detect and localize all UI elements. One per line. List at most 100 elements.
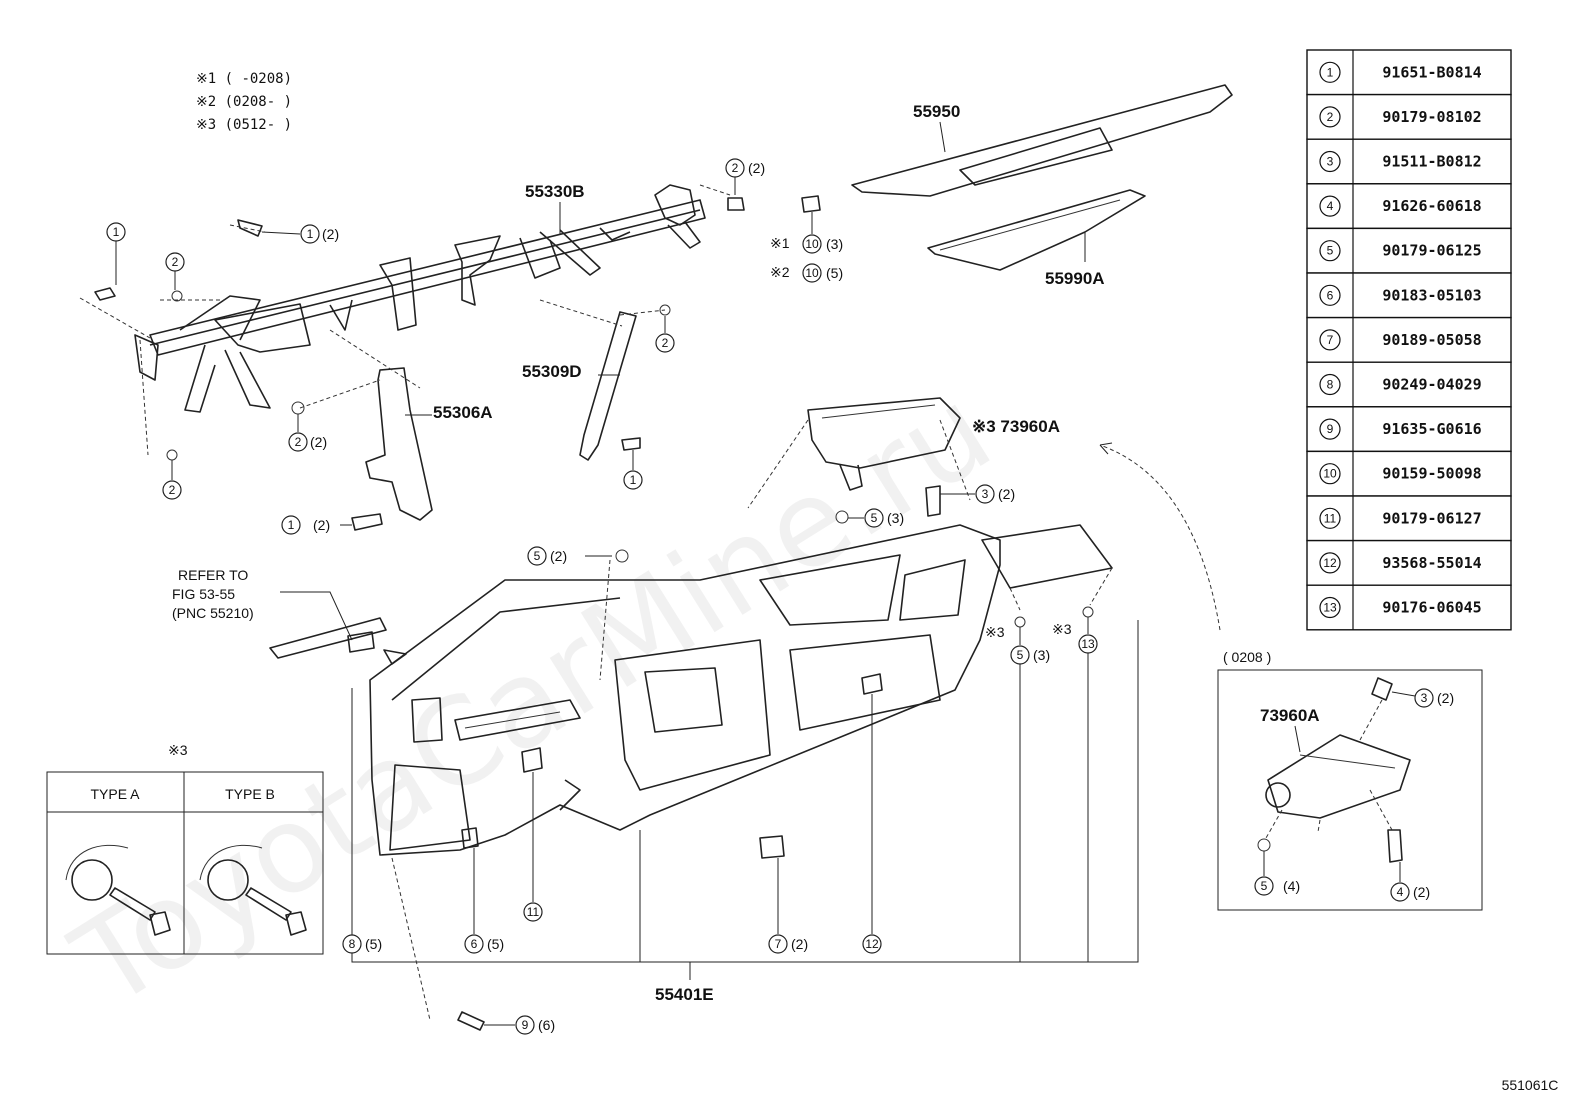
part-code: 90183-05103 — [1382, 286, 1481, 304]
part-code: 90179-06127 — [1382, 509, 1481, 527]
svg-text:(5): (5) — [365, 936, 382, 952]
brace-55309d — [579, 311, 637, 461]
type-a-label: TYPE A — [90, 786, 140, 802]
ref-number: 11 — [1324, 511, 1337, 525]
svg-text:1: 1 — [113, 225, 120, 239]
ref-number: 9 — [1327, 422, 1334, 436]
type-box: TYPE A TYPE B — [46, 771, 324, 955]
svg-text:13: 13 — [1081, 637, 1095, 651]
svg-text:10: 10 — [805, 237, 819, 251]
figure-code: 551061C — [1502, 1077, 1559, 1093]
svg-text:1: 1 — [307, 227, 314, 241]
svg-text:※3: ※3 — [1052, 621, 1072, 637]
type-b-label: TYPE B — [225, 786, 275, 802]
ref-number: 2 — [1327, 110, 1334, 124]
inset-box — [1217, 669, 1483, 911]
part-code: 93568-55014 — [1382, 554, 1481, 572]
svg-text:REFER TO: REFER TO — [178, 567, 248, 583]
svg-text:3: 3 — [1421, 691, 1428, 705]
ref-number: 8 — [1327, 378, 1334, 392]
svg-text:(3): (3) — [826, 236, 843, 252]
label-55330b: 55330B — [525, 182, 585, 201]
svg-text:3: 3 — [982, 487, 989, 501]
part-code: 90179-06125 — [1382, 242, 1481, 260]
svg-text:(2): (2) — [310, 434, 327, 450]
part-code: 91511-B0812 — [1382, 153, 1481, 171]
airbag-73960a — [807, 397, 961, 491]
table-row: 12 93568-55014 — [1306, 539, 1512, 586]
svg-text:(2): (2) — [791, 936, 808, 952]
svg-text:4: 4 — [1397, 885, 1404, 899]
svg-text:5: 5 — [534, 549, 541, 563]
part-code: 91651-B0814 — [1382, 63, 1481, 81]
svg-text:(2): (2) — [322, 226, 339, 242]
watermark: ToyotaCarMine.ru — [51, 361, 1015, 1035]
svg-text:(2): (2) — [748, 160, 765, 176]
svg-text:(PNC 55210): (PNC 55210) — [172, 605, 254, 621]
instrument-panel-55401e — [369, 524, 1001, 856]
label-55309d: 55309D — [522, 362, 582, 381]
svg-text:※2: ※2 — [770, 264, 790, 280]
ref-number: 5 — [1327, 244, 1334, 258]
svg-text:(3): (3) — [887, 510, 904, 526]
svg-text:(2): (2) — [550, 548, 567, 564]
part-code: 91626-60618 — [1382, 197, 1481, 215]
reinforcement-beam-55330b — [134, 184, 706, 413]
svg-text:※3: ※3 — [985, 624, 1005, 640]
table-row: 9 91635-G0616 — [1306, 406, 1512, 453]
type-box-marker: ※3 — [168, 742, 188, 758]
svg-text:10: 10 — [805, 266, 819, 280]
svg-text:(2): (2) — [998, 486, 1015, 502]
svg-text:※1: ※1 — [770, 235, 790, 251]
table-row: 8 90249-04029 — [1306, 361, 1512, 408]
svg-text:(2): (2) — [1413, 884, 1430, 900]
table-row: 7 90189-05058 — [1306, 316, 1512, 363]
ref-number: 7 — [1327, 333, 1334, 347]
note-3: ※3 (0512- ) — [196, 117, 292, 133]
svg-text:7: 7 — [775, 937, 782, 951]
inset-header: ( 0208 ) — [1223, 649, 1271, 665]
table-row: 11 90179-06127 — [1306, 495, 1512, 542]
ref-number: 4 — [1327, 199, 1334, 213]
note-2: ※2 (0208- ) — [196, 94, 292, 110]
ref-number: 12 — [1323, 556, 1337, 570]
svg-text:2: 2 — [732, 161, 739, 175]
table-row: 6 90183-05103 — [1306, 272, 1512, 319]
part-code: 90189-05058 — [1382, 331, 1481, 349]
glove-box-lid — [981, 524, 1113, 589]
svg-text:9: 9 — [522, 1018, 529, 1032]
svg-text:(6): (6) — [538, 1017, 555, 1033]
label-55306a: 55306A — [433, 403, 493, 422]
label-73960a-top: ※3 73960A — [972, 417, 1060, 436]
svg-text:2: 2 — [172, 255, 179, 269]
svg-text:8: 8 — [349, 937, 356, 951]
svg-text:1: 1 — [288, 518, 295, 532]
ref-number: 13 — [1323, 601, 1337, 615]
svg-text:(2): (2) — [313, 517, 330, 533]
brace-55306a — [365, 367, 433, 521]
svg-text:12: 12 — [865, 937, 879, 951]
panel-55990a — [927, 189, 1146, 271]
svg-text:(5): (5) — [826, 265, 843, 281]
part-code: 90176-06045 — [1382, 599, 1481, 617]
ref-number: 6 — [1327, 288, 1334, 302]
part-code: 90179-08102 — [1382, 108, 1481, 126]
svg-text:2: 2 — [662, 336, 669, 350]
svg-text:2: 2 — [169, 483, 176, 497]
part-code: 90159-50098 — [1382, 465, 1481, 483]
part-code: 90249-04029 — [1382, 376, 1481, 394]
label-55990a: 55990A — [1045, 269, 1105, 288]
note-1: ※1 ( -0208) — [196, 71, 292, 87]
svg-text:6: 6 — [471, 937, 478, 951]
table-row: 2 90179-08102 — [1306, 93, 1512, 140]
part-code: 91635-G0616 — [1382, 420, 1481, 438]
label-73960a-inset: 73960A — [1260, 706, 1320, 725]
svg-text:1: 1 — [630, 473, 637, 487]
svg-text:2: 2 — [295, 435, 302, 449]
svg-text:FIG 53-55: FIG 53-55 — [172, 586, 235, 602]
svg-text:(2): (2) — [1437, 690, 1454, 706]
svg-text:(5): (5) — [487, 936, 504, 952]
